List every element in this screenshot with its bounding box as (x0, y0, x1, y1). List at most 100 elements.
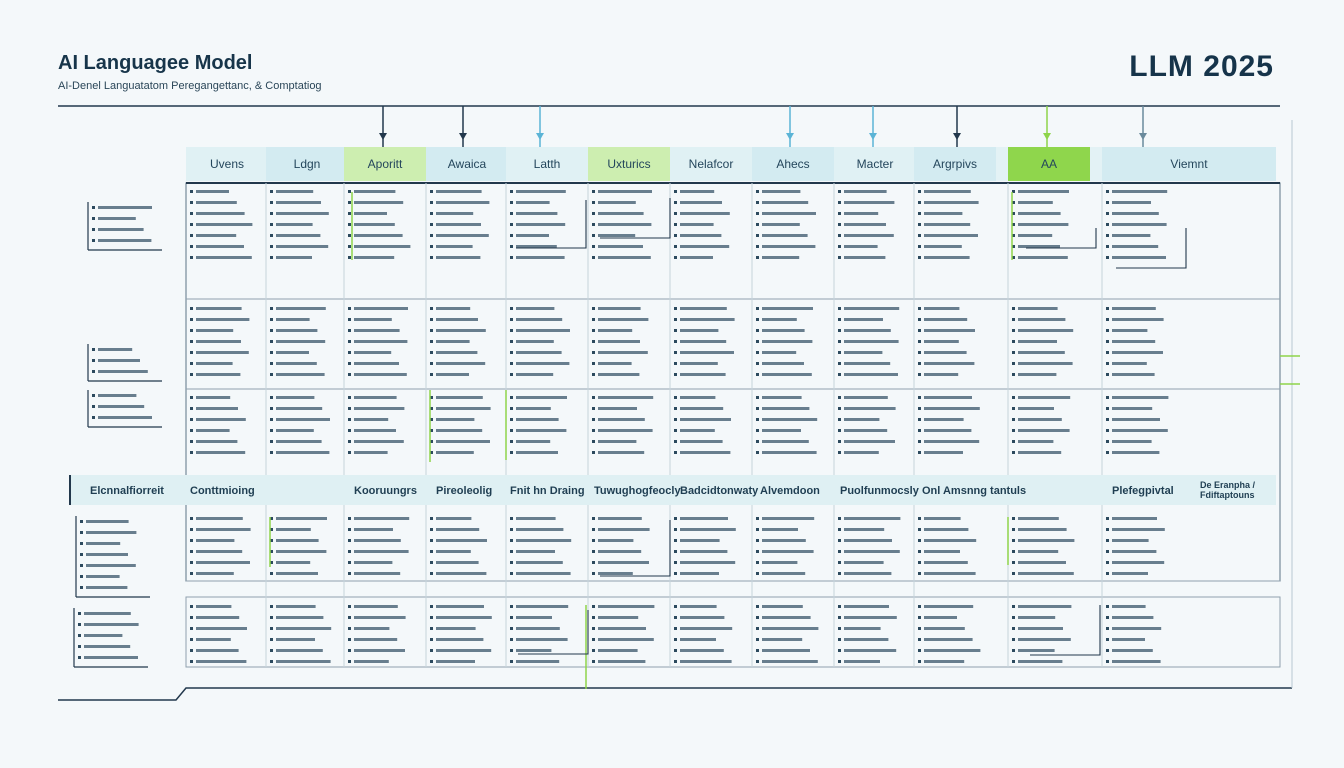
bullet-mark (510, 201, 513, 204)
text-line (516, 638, 568, 641)
text-line (276, 407, 323, 410)
text-line (1112, 329, 1148, 332)
bullet-mark (838, 660, 841, 663)
text-line (436, 638, 484, 641)
text-line (762, 605, 803, 608)
bullet-mark (1012, 627, 1015, 630)
text-line (516, 234, 549, 237)
text-line (598, 212, 644, 215)
bullet-mark (510, 517, 513, 520)
bullet-mark (80, 586, 83, 589)
text-line (924, 212, 963, 215)
bullet-mark (838, 649, 841, 652)
bullet-mark (1012, 329, 1015, 332)
bullet-mark (348, 223, 351, 226)
bullet-mark (190, 212, 193, 215)
text-line (680, 539, 720, 542)
bullet-mark (838, 190, 841, 193)
bullet-mark (918, 234, 921, 237)
text-line (844, 528, 885, 531)
text-line (680, 190, 715, 193)
section-label: Elcnnalfiorreit (90, 485, 164, 497)
text-line (680, 605, 717, 608)
bullet-mark (510, 256, 513, 259)
bullet-mark (592, 340, 595, 343)
bullet-mark (1012, 190, 1015, 193)
text-line (844, 234, 894, 237)
section-label: Alvemdoon (760, 485, 820, 497)
text-line (924, 561, 968, 564)
bullet-mark (430, 223, 433, 226)
text-line (436, 605, 484, 608)
text-line (516, 429, 567, 432)
text-line (762, 627, 819, 630)
bullet-mark (674, 605, 677, 608)
text-line (680, 660, 732, 663)
text-line (436, 660, 475, 663)
text-line (354, 528, 393, 531)
bullet-mark (348, 212, 351, 215)
text-line (844, 396, 888, 399)
bullet-mark (510, 351, 513, 354)
text-line (1112, 627, 1162, 630)
text-line (598, 440, 637, 443)
bullet-mark (430, 627, 433, 630)
bullet-mark (510, 429, 513, 432)
bullet-mark (756, 329, 759, 332)
text-line (436, 649, 492, 652)
bullet-mark (92, 394, 95, 397)
text-line (1112, 572, 1148, 575)
text-line (762, 190, 801, 193)
bullet-mark (348, 605, 351, 608)
text-line (844, 572, 892, 575)
text-line (598, 517, 642, 520)
text-line (1112, 561, 1165, 564)
text-line (196, 517, 243, 520)
text-line (436, 223, 481, 226)
bullet-mark (592, 201, 595, 204)
bullet-mark (674, 561, 677, 564)
bullet-mark (918, 605, 921, 608)
text-line (436, 318, 478, 321)
text-line (196, 429, 230, 432)
text-line (196, 649, 239, 652)
bullet-mark (510, 396, 513, 399)
bullet-mark (190, 572, 193, 575)
text-line (276, 517, 327, 520)
text-line (1018, 234, 1053, 237)
column-header-bg (670, 147, 752, 181)
bullet-mark (756, 550, 759, 553)
bullet-mark (918, 440, 921, 443)
bullet-mark (756, 223, 759, 226)
bullet-mark (838, 256, 841, 259)
bullet-mark (1106, 539, 1109, 542)
text-line (598, 451, 645, 454)
bullet-mark (674, 550, 677, 553)
bullet-mark (348, 234, 351, 237)
text-line (680, 638, 716, 641)
bullet-mark (270, 396, 273, 399)
text-line (516, 418, 559, 421)
bullet-mark (756, 649, 759, 652)
text-line (354, 318, 392, 321)
bullet-mark (1106, 638, 1109, 641)
text-line (844, 561, 884, 564)
text-line (196, 256, 252, 259)
column-header: Argrpivs (932, 157, 977, 171)
bullet-mark (1106, 627, 1109, 630)
text-line (598, 190, 652, 193)
text-line (1112, 649, 1153, 652)
bullet-mark (1106, 190, 1109, 193)
text-line (436, 418, 475, 421)
text-line (680, 517, 728, 520)
bullet-mark (510, 373, 513, 376)
bullet-mark (838, 329, 841, 332)
text-line (924, 605, 974, 608)
bullet-mark (674, 373, 677, 376)
bullet-mark (1106, 561, 1109, 564)
text-line (516, 362, 570, 365)
text-line (196, 234, 237, 237)
text-line (516, 517, 556, 520)
text-line (844, 539, 892, 542)
